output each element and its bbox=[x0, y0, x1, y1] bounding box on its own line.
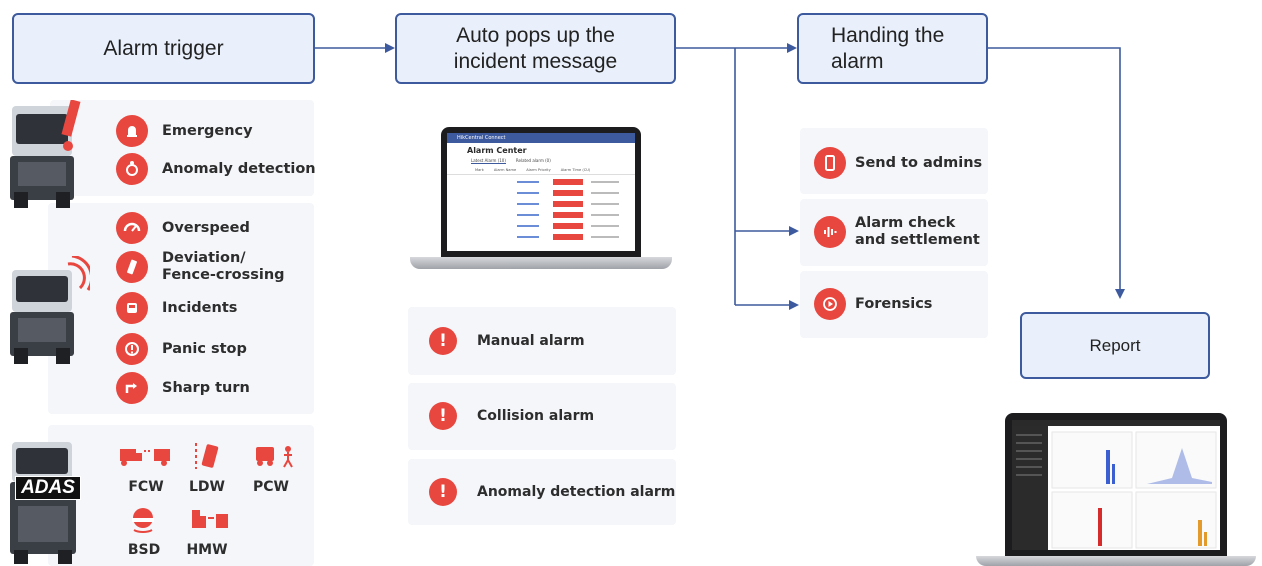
anomaly-icon bbox=[116, 153, 148, 185]
handling-label-line2: alarm bbox=[831, 49, 884, 73]
alarm-center-screen: HikCentral Connect Alarm Center Latest A… bbox=[447, 133, 635, 251]
report-dashboard bbox=[1012, 420, 1220, 550]
fcw-icon bbox=[120, 449, 170, 466]
alarm-center-laptop-base bbox=[410, 257, 672, 269]
report-label: Report bbox=[1089, 335, 1141, 355]
speedometer-icon bbox=[116, 212, 148, 244]
trigger-deviation: Deviation/ Fence-crossing bbox=[116, 250, 285, 284]
alarm-check-line2: and settlement bbox=[855, 232, 980, 248]
trigger-incidents-label: Incidents bbox=[162, 299, 238, 316]
arrow-handling-to-report bbox=[988, 47, 1125, 299]
fence-icon bbox=[116, 251, 148, 283]
pcw-icon bbox=[256, 446, 293, 468]
report-screen bbox=[1012, 420, 1220, 550]
alarm-col-name: Alarm Name bbox=[493, 168, 517, 172]
alert-icon: ! bbox=[429, 478, 457, 506]
truck-icon bbox=[10, 442, 76, 564]
alarm-center-header-label: HikCentral Connect bbox=[457, 135, 506, 141]
alarm-col-mark: Mark bbox=[475, 168, 484, 172]
alarm-tab-related[interactable]: Related alarm (0) bbox=[515, 158, 551, 163]
adas-bsd-label: BSD bbox=[127, 542, 161, 558]
adas-badge: ADAS bbox=[15, 476, 81, 500]
action-forensics: Forensics bbox=[814, 288, 932, 320]
trigger-overspeed: Overspeed bbox=[116, 212, 250, 244]
alarm-trigger-box: Alarm trigger bbox=[12, 13, 315, 84]
trigger-overspeed-label: Overspeed bbox=[162, 219, 250, 236]
phone-icon bbox=[814, 147, 846, 179]
collision-alarm: ! Collision alarm bbox=[429, 402, 594, 430]
alarm-tab-latest[interactable]: Latest Alarm (10) bbox=[471, 158, 506, 164]
action-send-admins: Send to admins bbox=[814, 147, 982, 179]
trigger-panic-stop: Panic stop bbox=[116, 333, 247, 365]
report-laptop-base bbox=[976, 556, 1256, 566]
alert-icon: ! bbox=[429, 402, 457, 430]
trigger-fence-label: Fence-crossing bbox=[162, 267, 285, 283]
report-box: Report bbox=[1020, 312, 1210, 379]
report-laptop bbox=[1005, 413, 1227, 556]
trigger-emergency: Emergency bbox=[116, 115, 253, 147]
adas-hmw-label: HMW bbox=[186, 542, 228, 558]
alarm-table-header: Mark Alarm Name Alarm Priority Alarm Tim… bbox=[447, 164, 635, 175]
popup-box: Auto pops up the incident message bbox=[395, 13, 676, 84]
alarm-col-time: Alarm Time (CU) bbox=[560, 168, 591, 172]
bsd-icon bbox=[132, 508, 154, 534]
emergency-icon bbox=[116, 115, 148, 147]
popup-label-line2: incident message bbox=[453, 49, 618, 73]
handling-label-line1: Handing the bbox=[831, 23, 945, 47]
collision-alarm-label: Collision alarm bbox=[477, 407, 595, 424]
audio-wave-icon bbox=[814, 216, 846, 248]
sharp-turn-icon bbox=[116, 372, 148, 404]
trigger-emergency-label: Emergency bbox=[162, 122, 253, 139]
popup-label-line1: Auto pops up the bbox=[456, 23, 615, 47]
trigger-incidents: Incidents bbox=[116, 292, 237, 324]
anomaly-detection-alarm: ! Anomaly detection alarm bbox=[429, 478, 675, 506]
truck-icon bbox=[10, 256, 90, 364]
trigger-sharp-turn-label: Sharp turn bbox=[162, 379, 250, 396]
alert-icon: ! bbox=[429, 327, 457, 355]
forensics-label: Forensics bbox=[855, 295, 933, 312]
alarm-col-priority: Alarm Priority bbox=[526, 168, 551, 172]
manual-alarm-label: Manual alarm bbox=[477, 332, 585, 349]
alarm-center-laptop: HikCentral Connect Alarm Center Latest A… bbox=[441, 127, 641, 257]
alarm-check-line1: Alarm check bbox=[855, 215, 956, 231]
hmw-icon bbox=[192, 510, 228, 528]
handling-box: Handing the alarm bbox=[797, 13, 988, 84]
send-admins-label: Send to admins bbox=[855, 154, 983, 171]
trigger-sharp-turn: Sharp turn bbox=[116, 372, 250, 404]
trigger-panel-2 bbox=[48, 203, 314, 414]
trigger-panel-1 bbox=[50, 100, 314, 196]
trigger-anomaly-label: Anomaly detection bbox=[162, 160, 316, 177]
alarm-center-title: Alarm Center bbox=[467, 146, 527, 155]
trigger-panic-stop-label: Panic stop bbox=[162, 340, 247, 357]
alarm-check-text: Alarm check and settlement bbox=[855, 215, 980, 249]
play-icon bbox=[814, 288, 846, 320]
alarm-table-rows bbox=[517, 179, 619, 240]
trigger-anomaly-detection: Anomaly detection bbox=[116, 153, 316, 185]
bus-icon bbox=[116, 292, 148, 324]
action-alarm-check: Alarm check and settlement bbox=[814, 215, 980, 249]
adas-badge-label: ADAS bbox=[21, 477, 75, 498]
manual-alarm: ! Manual alarm bbox=[429, 327, 585, 355]
trigger-deviation-text: Deviation/ Fence-crossing bbox=[162, 250, 285, 284]
panic-stop-icon bbox=[116, 333, 148, 365]
ldw-icon bbox=[195, 443, 219, 469]
alarm-center-tabs: Latest Alarm (10) Related alarm (0) bbox=[447, 155, 635, 164]
alarm-center-header: HikCentral Connect bbox=[447, 133, 635, 143]
adas-fcw-label: FCW bbox=[128, 479, 164, 495]
alarm-trigger-label: Alarm trigger bbox=[103, 36, 224, 60]
truck-icon bbox=[10, 100, 81, 208]
anomaly-alarm-label: Anomaly detection alarm bbox=[477, 483, 676, 500]
adas-pcw-label: PCW bbox=[253, 479, 289, 495]
adas-ldw-label: LDW bbox=[189, 479, 225, 495]
trigger-deviation-label: Deviation/ bbox=[162, 250, 246, 266]
